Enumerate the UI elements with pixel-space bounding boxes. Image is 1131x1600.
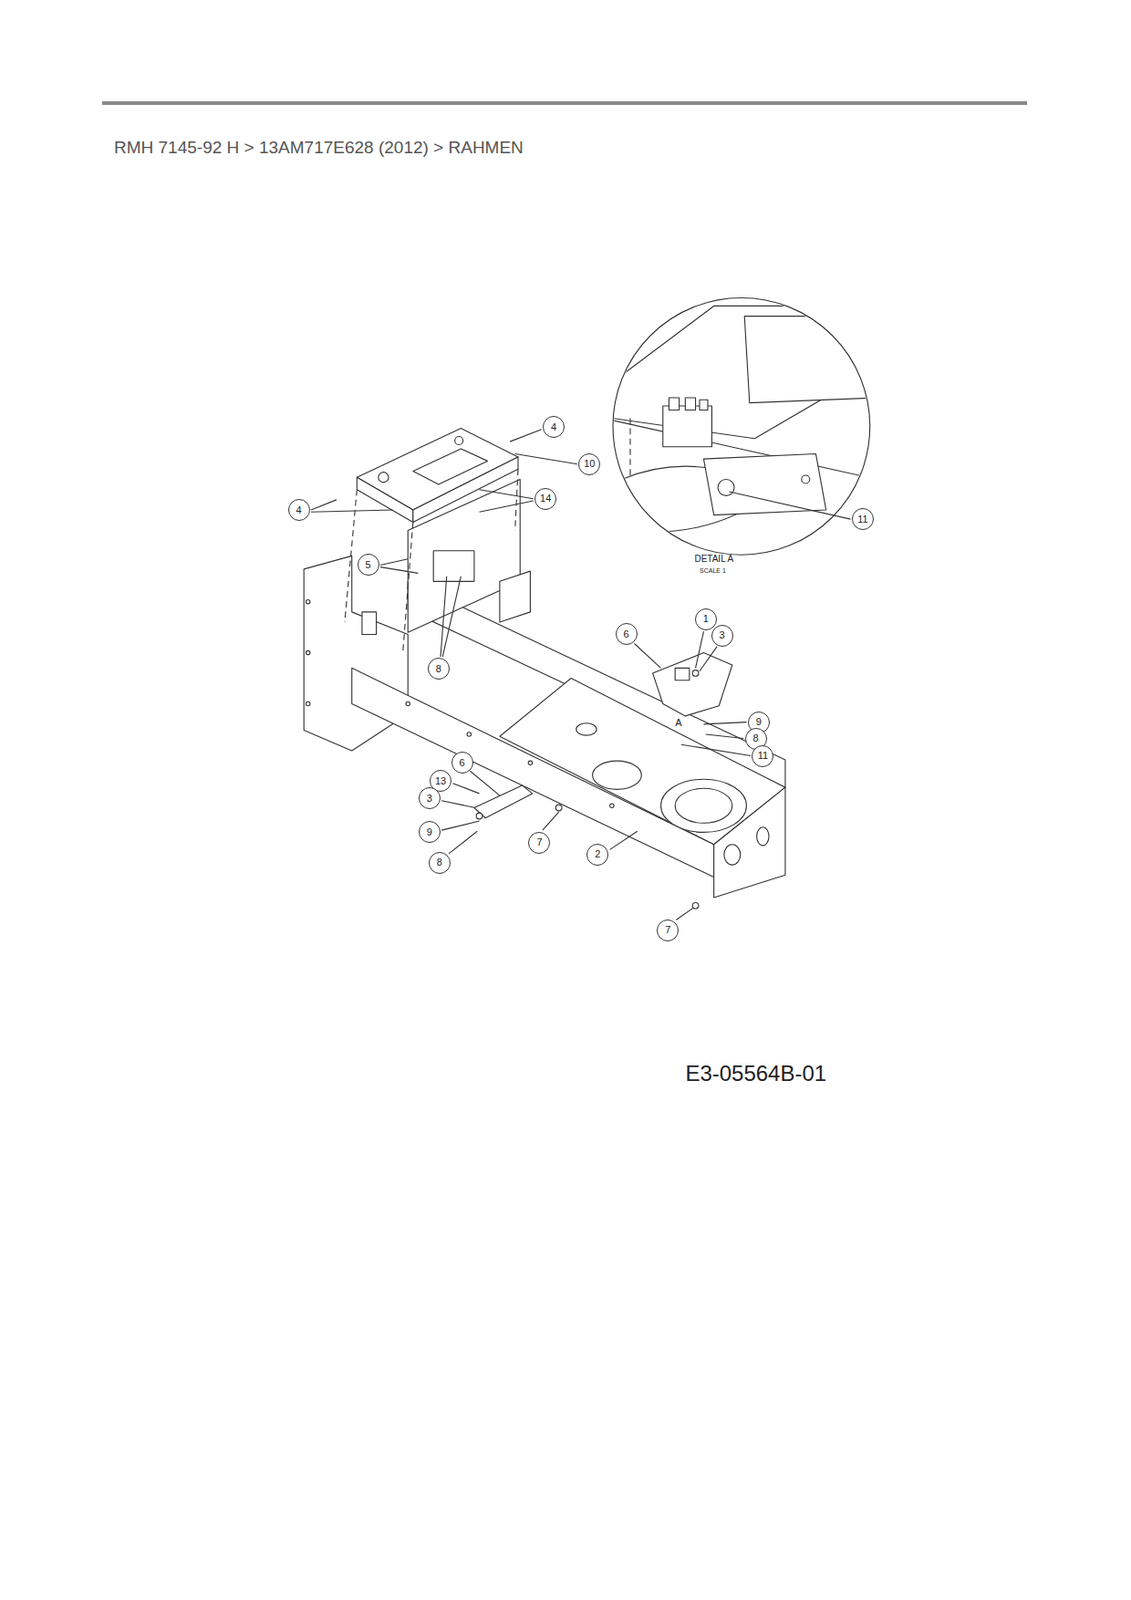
- pedal-bracket: [653, 653, 733, 716]
- callout-text: 9: [426, 827, 433, 838]
- callout-text: 11: [757, 750, 768, 761]
- callout-text: 1: [703, 613, 709, 624]
- callout-text: 3: [426, 793, 433, 804]
- header-rule: [102, 101, 1028, 105]
- callout-text: 9: [756, 716, 762, 727]
- callout-number: 4: [288, 498, 311, 521]
- callout-number: 11: [751, 745, 774, 768]
- drawing-label: DETAIL A: [694, 553, 734, 564]
- callout-number: 3: [711, 624, 734, 647]
- callout-number: 7: [528, 831, 550, 854]
- callout-number: 3: [418, 787, 441, 810]
- drawing-label: E3-05564B-01: [684, 1060, 827, 1087]
- callout-number: 10: [578, 453, 601, 476]
- callout-number: 7: [656, 919, 679, 942]
- callout-number: 2: [586, 843, 609, 866]
- front-end: [714, 787, 786, 898]
- callout-number: 6: [451, 751, 474, 774]
- callout-text: 2: [594, 849, 601, 860]
- callout-text: 8: [436, 857, 443, 868]
- side-bracket: [474, 785, 533, 819]
- callout-number: 8: [428, 851, 451, 874]
- callout-number: 4: [542, 415, 565, 438]
- callout-number: 8: [427, 657, 450, 680]
- breadcrumb-title: RMH 7145-92 H > 13AM717E628 (2012) > RAH…: [114, 137, 524, 158]
- callout-number: 6: [615, 622, 638, 645]
- callout-text: 6: [458, 757, 465, 768]
- callout-text: 4: [296, 505, 302, 516]
- callout-text: 4: [550, 422, 557, 433]
- leader-lines: [311, 429, 851, 921]
- callout-text: 3: [719, 630, 726, 641]
- detail-view: [612, 305, 878, 532]
- callout-number: 5: [357, 553, 380, 576]
- drawing-label: SCALE 1: [699, 567, 727, 574]
- callout-text: 13: [435, 776, 447, 787]
- callout-text: 8: [435, 664, 442, 675]
- callout-text: 7: [536, 837, 542, 848]
- front-rail: [352, 667, 715, 877]
- drawing-label: A: [674, 716, 682, 728]
- callout-text: 14: [539, 493, 551, 504]
- callout-number: 14: [534, 487, 557, 510]
- callout-number: 11: [851, 508, 874, 530]
- callout-text: 5: [365, 560, 372, 571]
- callout-text: 10: [583, 458, 595, 469]
- callout-text: 6: [622, 629, 629, 640]
- callout-text: 8: [752, 733, 758, 744]
- callout-text: 11: [857, 514, 868, 525]
- callout-text: 7: [664, 924, 671, 935]
- callout-number: 1: [695, 608, 717, 631]
- callout-number: 9: [418, 820, 441, 843]
